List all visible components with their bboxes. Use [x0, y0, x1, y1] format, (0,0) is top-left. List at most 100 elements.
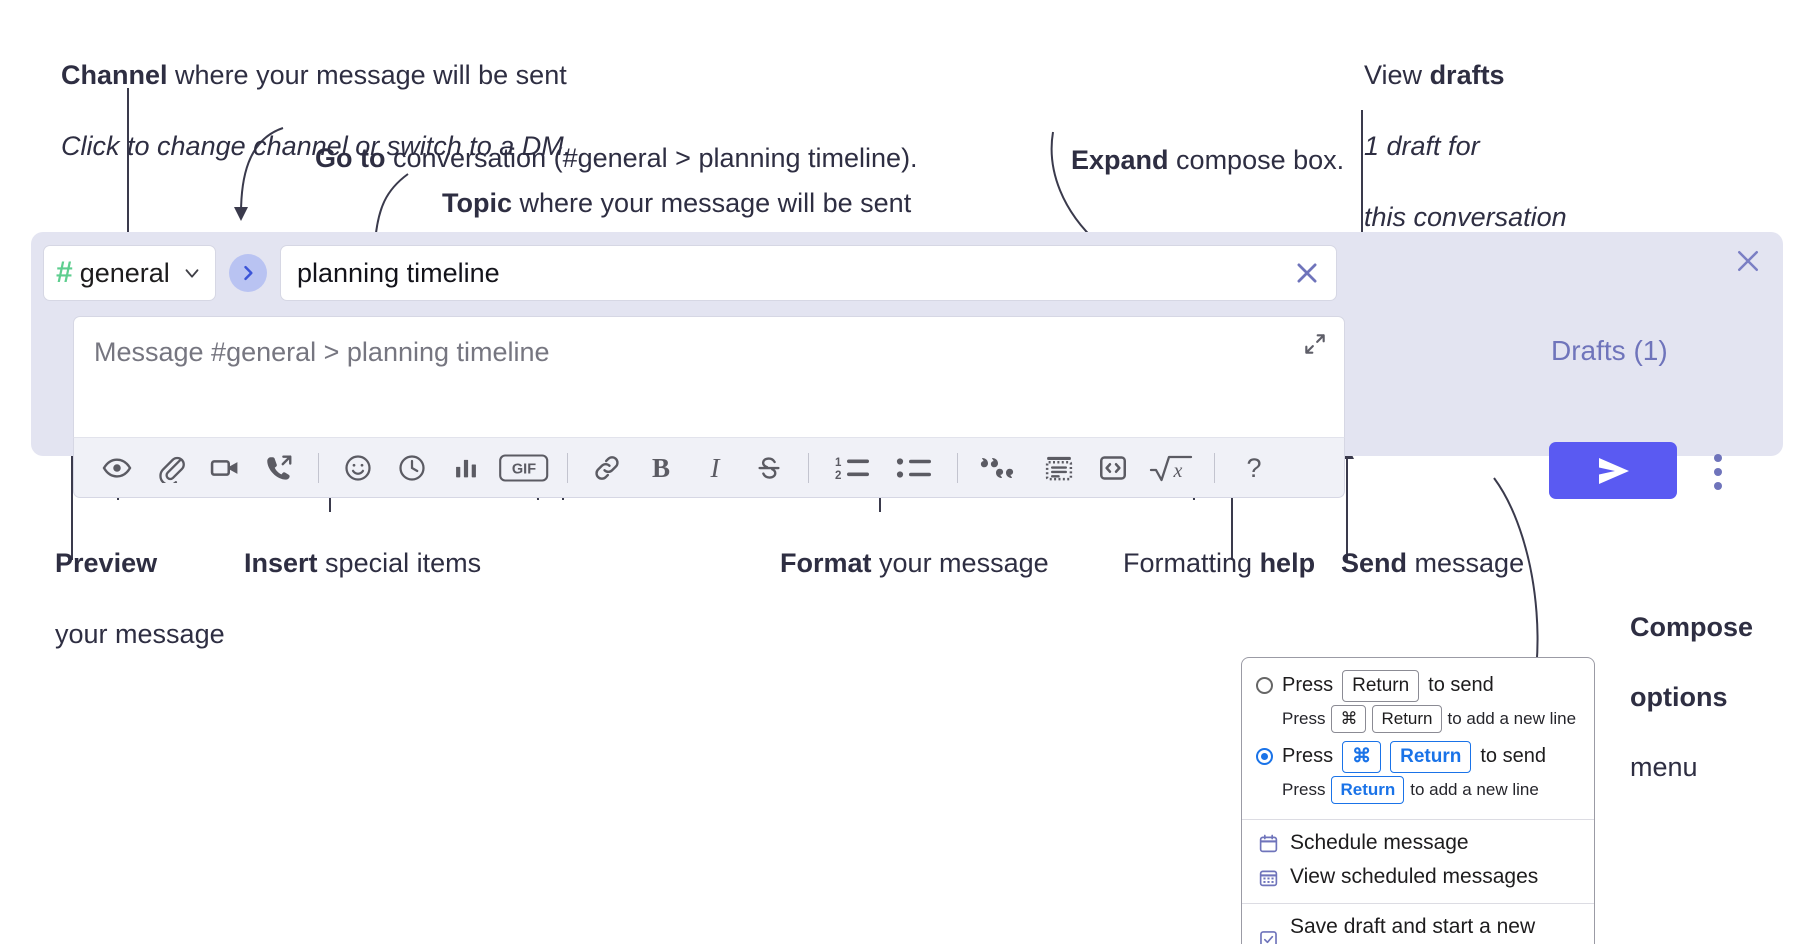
anno-drafts-bold: drafts	[1429, 59, 1505, 90]
anno-drafts-pre: View	[1364, 59, 1430, 90]
key-return: Return	[1331, 775, 1405, 805]
key-return: Return	[1342, 670, 1420, 702]
anno-channel-italic: Click to change channel or switch to a D…	[61, 130, 572, 161]
key-return: Return	[1372, 704, 1442, 734]
bulleted-list-icon[interactable]	[883, 446, 945, 490]
anno-send-rest: message	[1407, 547, 1525, 578]
menu-divider	[1242, 903, 1594, 905]
channel-name-label: general	[79, 257, 170, 288]
message-input[interactable]: Message #general > planning timeline	[73, 316, 1345, 437]
latex-icon[interactable]: x	[1140, 446, 1202, 490]
annotation-expand: Expand compose box.	[1041, 107, 1344, 214]
gif-label: GIF	[512, 461, 536, 477]
key-command: ⌘	[1331, 704, 1367, 734]
menu-sub-return: Press ⌘ Return to add a new line	[1242, 702, 1594, 740]
annotation-topic: Topic where your message will be sent	[412, 150, 911, 257]
menu-sub-cmd-return: Press Return to add a new line	[1242, 773, 1594, 811]
kebab-dot	[1714, 468, 1722, 476]
bold-icon[interactable]: B	[634, 446, 688, 490]
topic-value: planning timeline	[297, 257, 500, 288]
toolbar-separator	[567, 452, 568, 483]
anno-insert-bold: Insert	[244, 547, 318, 578]
anno-format-bold: Format	[780, 547, 872, 578]
anno-drafts-italic1: 1 draft for	[1364, 130, 1480, 161]
annotation-compose-options: Compose options menu	[1600, 575, 1753, 821]
anno-preview-line2: your message	[55, 618, 225, 649]
strikethrough-icon[interactable]	[742, 446, 796, 490]
toolbar-separator	[808, 452, 809, 483]
annotation-channel: Channel where your message will be sent …	[31, 22, 571, 200]
anno-preview-bold: Preview	[55, 547, 158, 578]
compose-header-row: # general planning timeline	[43, 245, 1337, 301]
channel-selector[interactable]: # general	[43, 245, 216, 301]
annotation-preview: Preview your message	[25, 510, 225, 688]
send-button[interactable]	[1549, 442, 1677, 499]
link-icon[interactable]	[580, 446, 634, 490]
radio-selected[interactable]	[1256, 748, 1273, 766]
blockquote-icon[interactable]	[970, 446, 1032, 490]
menu-item-schedule-message[interactable]: Schedule message	[1242, 826, 1594, 860]
anno-compose-rest: menu	[1630, 752, 1698, 783]
key-return: Return	[1390, 741, 1472, 773]
anno-topic-bold: Topic	[442, 187, 513, 218]
toolbar-separator	[957, 452, 958, 483]
compose-bar: # general planning timeline Message #gen…	[31, 232, 1783, 498]
schedule-clock-icon[interactable]	[385, 446, 439, 490]
chevron-down-icon	[181, 262, 203, 284]
option-cmd-pre: Press	[1282, 745, 1334, 768]
calendar-schedule-icon	[1259, 834, 1278, 853]
menu-item-save-draft[interactable]: Save draft and start a new message	[1242, 910, 1594, 944]
compose-options-menu-button[interactable]	[1700, 450, 1736, 494]
menu-item-label: Schedule message	[1290, 831, 1469, 855]
video-icon[interactable]	[198, 446, 252, 490]
send-paper-plane-icon	[1599, 457, 1629, 484]
anno-format-rest: your message	[871, 547, 1049, 578]
poll-icon[interactable]	[439, 446, 493, 490]
topic-input[interactable]: planning timeline	[280, 245, 1337, 301]
menu-option-return-to-send[interactable]: Press Return to send	[1242, 668, 1594, 702]
radio-unselected[interactable]	[1256, 677, 1273, 695]
clear-topic-icon[interactable]	[1292, 258, 1322, 288]
menu-divider	[1242, 819, 1594, 821]
key-command: ⌘	[1342, 741, 1382, 773]
anno-channel-rest: where your message will be sent	[167, 59, 567, 90]
ordered-list-icon[interactable]: 1 2	[821, 446, 883, 490]
annotation-send: Send message	[1311, 510, 1524, 617]
attachment-icon[interactable]	[144, 446, 198, 490]
drafts-link[interactable]: Drafts (1)	[1551, 335, 1668, 366]
menu-option-cmd-return-to-send[interactable]: Press ⌘ Return to send	[1242, 739, 1594, 773]
option-cmd-post: to send	[1480, 745, 1546, 768]
code-block-icon[interactable]	[1032, 446, 1086, 490]
kebab-dot	[1714, 482, 1722, 490]
sub-return-pre: Press	[1282, 708, 1326, 728]
anno-topic-rest: where your message will be sent	[512, 187, 912, 218]
annotation-insert: Insert special items	[214, 510, 481, 617]
menu-item-view-scheduled-messages[interactable]: View scheduled messages	[1242, 860, 1594, 894]
expand-compose-icon[interactable]	[1302, 331, 1328, 357]
italic-icon[interactable]: I	[688, 446, 742, 490]
audio-call-icon[interactable]	[252, 446, 306, 490]
close-icon[interactable]	[1731, 244, 1765, 278]
anno-help-bold: help	[1259, 547, 1316, 578]
anno-expand-bold: Expand	[1071, 144, 1169, 175]
help-icon[interactable]: ?	[1227, 446, 1281, 490]
compose-options-menu: Press Return to send Press ⌘ Return to a…	[1241, 657, 1595, 944]
gif-icon[interactable]: GIF	[493, 446, 555, 490]
annotation-drafts: View drafts 1 draft for this conversatio…	[1334, 22, 1567, 271]
anno-expand-rest: compose box.	[1168, 144, 1345, 175]
anno-drafts-italic2: this conversation	[1364, 202, 1567, 233]
annotation-formatting-help: Formatting help	[1093, 510, 1315, 617]
emoji-icon[interactable]	[331, 446, 385, 490]
goto-conversation-button[interactable]	[229, 254, 267, 292]
preview-icon[interactable]	[90, 446, 144, 490]
calendar-grid-icon	[1259, 870, 1278, 887]
inline-code-icon[interactable]	[1086, 446, 1140, 490]
option-return-pre: Press	[1282, 674, 1334, 697]
anno-channel-bold: Channel	[61, 59, 168, 90]
help-label: ?	[1246, 453, 1261, 483]
anno-help-pre: Formatting	[1123, 547, 1260, 578]
ordered-one: 1	[835, 457, 842, 469]
bold-label: B	[652, 453, 670, 483]
menu-item-label: Save draft and start a new message	[1290, 915, 1536, 944]
